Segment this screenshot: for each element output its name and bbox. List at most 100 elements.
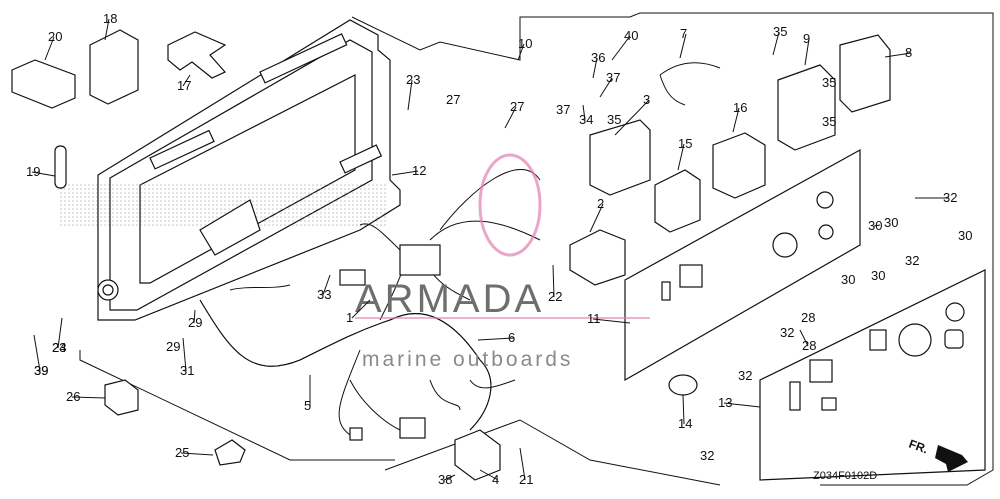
boundary-lines: [79, 12, 994, 486]
fr-arrow-icon: [935, 445, 968, 472]
callout-leader: [180, 452, 214, 456]
callout-40: 40: [624, 28, 638, 43]
callout-39-repeat: 39: [34, 363, 48, 378]
callout-29-repeat: 29: [166, 339, 180, 354]
callout-39: 39: [34, 363, 48, 378]
callout-leader: [552, 264, 555, 298]
callout-leader: [33, 334, 41, 372]
callout-16: 16: [733, 100, 747, 115]
callout-leader: [611, 35, 631, 61]
callout-30-repeat: 30: [958, 228, 972, 243]
callout-leader: [182, 337, 187, 372]
callout-15: 15: [678, 136, 692, 151]
callout-leader: [504, 106, 517, 129]
callout-37: 37: [606, 70, 620, 85]
callout-23: 23: [406, 72, 420, 87]
panels: [624, 148, 986, 481]
callout-leader: [599, 77, 613, 98]
fr-label: FR.: [907, 437, 930, 457]
callout-32-repeat: 32: [738, 368, 752, 383]
callout-leader: [592, 57, 598, 79]
callout-8: 8: [905, 45, 912, 60]
callout-32-repeat: 32: [700, 448, 714, 463]
callout-leader: [391, 170, 419, 176]
electrical-parts: [104, 34, 891, 481]
callout-leader: [723, 402, 761, 408]
callout-leader: [799, 329, 809, 347]
callout-leader: [519, 447, 526, 481]
callout-22: 22: [548, 289, 562, 304]
callout-35: 35: [773, 24, 787, 39]
watermark-logo: [478, 153, 542, 257]
callout-19: 19: [26, 164, 40, 179]
callout-35-repeat: 35: [822, 114, 836, 129]
callout-leader: [804, 38, 810, 66]
callout-29: 29: [188, 315, 202, 330]
callout-2: 2: [597, 196, 604, 211]
callout-leader: [443, 474, 456, 481]
callout-3: 3: [643, 92, 650, 107]
direction-indicator: FR.: [907, 437, 968, 472]
callout-4: 4: [492, 472, 499, 487]
callout-11: 11: [587, 311, 601, 326]
callout-leader: [322, 274, 331, 296]
callout-33: 33: [317, 287, 331, 302]
callout-32-repeat: 32: [905, 253, 919, 268]
callout-38: 38: [438, 472, 452, 487]
callout-25: 25: [175, 445, 189, 460]
watermark-subtitle: marine outboards: [362, 348, 573, 371]
callout-18: 18: [103, 11, 117, 26]
callout-27: 27: [510, 99, 524, 114]
callout-leader: [479, 469, 499, 481]
callout-leader: [592, 318, 631, 324]
callout-leader: [57, 317, 63, 349]
callout-leader: [477, 337, 515, 341]
callout-32: 32: [943, 190, 957, 205]
callout-13: 13: [718, 395, 732, 410]
callout-12: 12: [412, 163, 426, 178]
callout-26: 26: [66, 389, 80, 404]
callout-leader: [351, 299, 371, 319]
callout-31: 31: [180, 363, 194, 378]
callout-27-repeat: 27: [446, 92, 460, 107]
callout-leader: [104, 18, 110, 41]
callout-30-repeat: 30: [841, 272, 855, 287]
callout-30: 30: [868, 218, 882, 233]
callout-leader: [31, 171, 56, 177]
callout-17: 17: [177, 78, 191, 93]
callout-20: 20: [48, 29, 62, 44]
diagram-code: Z034F0102D: [813, 470, 877, 482]
callout-leader: [517, 43, 525, 61]
callout-leader: [71, 396, 106, 399]
rubber-parts: [11, 29, 227, 189]
callout-1: 1: [346, 310, 353, 325]
wire-harness: [199, 169, 541, 441]
callout-leader: [407, 79, 413, 111]
callout-leader: [682, 394, 685, 425]
callout-35-repeat: 35: [607, 112, 621, 127]
callout-34: 34: [579, 112, 593, 127]
watermark: ARMADA marine outboards: [355, 153, 650, 371]
callout-leader: [873, 224, 881, 227]
callout-leader: [677, 143, 685, 171]
callout-leader: [182, 74, 191, 87]
callout-leader: [732, 107, 740, 133]
callout-23-repeat: 23: [52, 340, 66, 355]
callout-leader: [884, 52, 912, 58]
callout-leader: [193, 309, 196, 324]
callout-28: 28: [802, 338, 816, 353]
callout-leader: [589, 203, 604, 233]
callout-37-repeat: 37: [556, 102, 570, 117]
callout-9: 9: [803, 31, 810, 46]
callout-21: 21: [519, 472, 533, 487]
callout-36: 36: [591, 50, 605, 65]
callout-labels: 1234567891011121314151617181920212223242…: [26, 11, 972, 487]
callout-14: 14: [678, 416, 692, 431]
callout-leader: [679, 33, 687, 59]
callout-leader: [44, 36, 55, 61]
callout-35-repeat: 35: [822, 75, 836, 90]
control-box-frame: [58, 19, 401, 321]
callout-leader: [582, 104, 586, 121]
